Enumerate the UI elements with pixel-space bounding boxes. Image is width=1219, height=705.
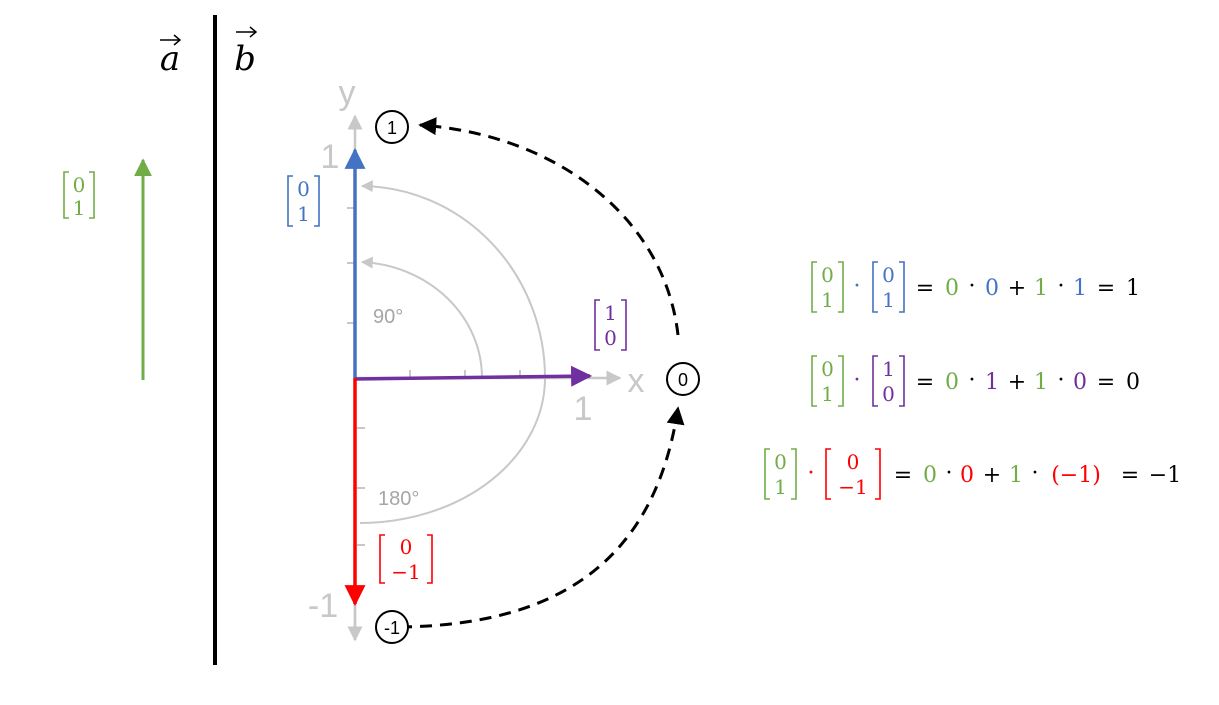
svg-text:1: 1: [985, 370, 999, 395]
svg-text:+: +: [983, 463, 1001, 488]
vector-b-right-matrix: 1 0: [594, 299, 627, 351]
svg-text:=: =: [1097, 370, 1115, 395]
svg-text:0: 0: [960, 463, 974, 488]
svg-text:1: 1: [387, 118, 397, 138]
svg-text:1: 1: [882, 357, 895, 381]
svg-text:0: 0: [923, 463, 937, 488]
vector-a-x: 0: [73, 173, 86, 197]
vector-b-up-y: 1: [297, 202, 310, 226]
svg-text:0: 0: [1073, 370, 1087, 395]
equation-3: 0 1 · 0 −1 = 0 · 0 + 1 · (−1) = −1: [764, 448, 1181, 500]
marker-neg-one: -1: [375, 610, 409, 644]
vec-a-label: a: [160, 34, 182, 79]
svg-text:1: 1: [1034, 370, 1048, 395]
svg-text:(−1): (−1): [1051, 463, 1101, 488]
svg-text:1: 1: [1034, 276, 1048, 301]
svg-text:0: 0: [847, 450, 860, 474]
x-axis-label: x: [628, 362, 645, 400]
svg-text:·: ·: [1032, 461, 1039, 486]
svg-text:=: =: [916, 370, 934, 395]
svg-text:0: 0: [882, 382, 895, 406]
svg-text:·: ·: [854, 274, 861, 299]
svg-text:1: 1: [882, 288, 895, 312]
vector-b-right-x: 1: [604, 301, 617, 325]
svg-text:·: ·: [808, 461, 815, 486]
vec-a-arrow-icon: [160, 34, 182, 46]
svg-text:0: 0: [945, 276, 959, 301]
vec-b-letter: b: [234, 39, 256, 79]
vec-b-arrow-icon: [236, 26, 258, 38]
svg-text:=: =: [1097, 276, 1115, 301]
y-tick-label-pos: 1: [321, 138, 340, 176]
vector-a-y: 1: [73, 196, 86, 220]
angle-label-90: 90°: [373, 306, 403, 328]
vec-b-label: b: [234, 26, 258, 79]
svg-text:·: ·: [969, 274, 976, 299]
svg-text:0: 0: [821, 357, 834, 381]
svg-text:·: ·: [969, 368, 976, 393]
vector-b-down-y: −1: [391, 560, 420, 584]
svg-text:+: +: [1008, 370, 1026, 395]
svg-text:1: 1: [1009, 463, 1023, 488]
svg-text:=: =: [916, 276, 934, 301]
y-axis-label: y: [339, 74, 356, 112]
svg-text:·: ·: [1058, 368, 1065, 393]
svg-text:1: 1: [1073, 276, 1087, 301]
x-tick-label-pos: 1: [574, 390, 593, 428]
dashed-arc-lower: [399, 406, 685, 629]
vector-b-up-matrix: 0 1: [287, 175, 320, 227]
vector-b-down-matrix: 0 −1: [379, 534, 433, 584]
equation-2: 0 1 · 1 0 = 0 · 1 + 1 · 0 = 0: [811, 355, 1140, 407]
angle-label-180: 180°: [378, 488, 419, 510]
equation-1: 0 1 · 0 1 = 0 · 0 + 1 · 1 = 1: [811, 261, 1140, 313]
svg-text:0: 0: [774, 450, 787, 474]
svg-text:1: 1: [821, 382, 834, 406]
svg-text:0: 0: [985, 276, 999, 301]
svg-text:-1: -1: [384, 618, 400, 638]
svg-text:·: ·: [946, 461, 953, 486]
vec-a-letter: a: [160, 39, 180, 79]
svg-text:0: 0: [1126, 370, 1140, 395]
angle-arc-90: [360, 256, 484, 379]
axes: y x 1 -1 1: [308, 74, 645, 642]
vector-a-matrix: 0 1: [63, 171, 95, 220]
vector-b-right-y: 0: [604, 326, 617, 350]
svg-text:+: +: [1008, 276, 1026, 301]
marker-pos-one: 1: [375, 110, 409, 144]
vector-b-right-arrow: [354, 365, 593, 387]
svg-text:0: 0: [945, 370, 959, 395]
svg-text:·: ·: [854, 368, 861, 393]
angle-arc-180: [359, 180, 547, 524]
dashed-arc-upper: [418, 117, 680, 336]
svg-text:=: =: [894, 463, 912, 488]
svg-text:−1: −1: [1149, 463, 1181, 488]
vector-b-down-x: 0: [400, 535, 413, 559]
vector-b-up-x: 0: [297, 177, 310, 201]
svg-text:1: 1: [774, 475, 787, 499]
svg-text:1: 1: [821, 288, 834, 312]
svg-text:0: 0: [882, 263, 895, 287]
svg-text:0: 0: [678, 370, 688, 390]
svg-text:−1: −1: [838, 475, 867, 499]
marker-zero: 0: [666, 362, 700, 396]
svg-text:·: ·: [1058, 274, 1065, 299]
svg-text:=: =: [1121, 463, 1139, 488]
y-tick-label-neg: -1: [308, 587, 338, 625]
svg-text:0: 0: [821, 263, 834, 287]
svg-text:1: 1: [1126, 276, 1140, 301]
